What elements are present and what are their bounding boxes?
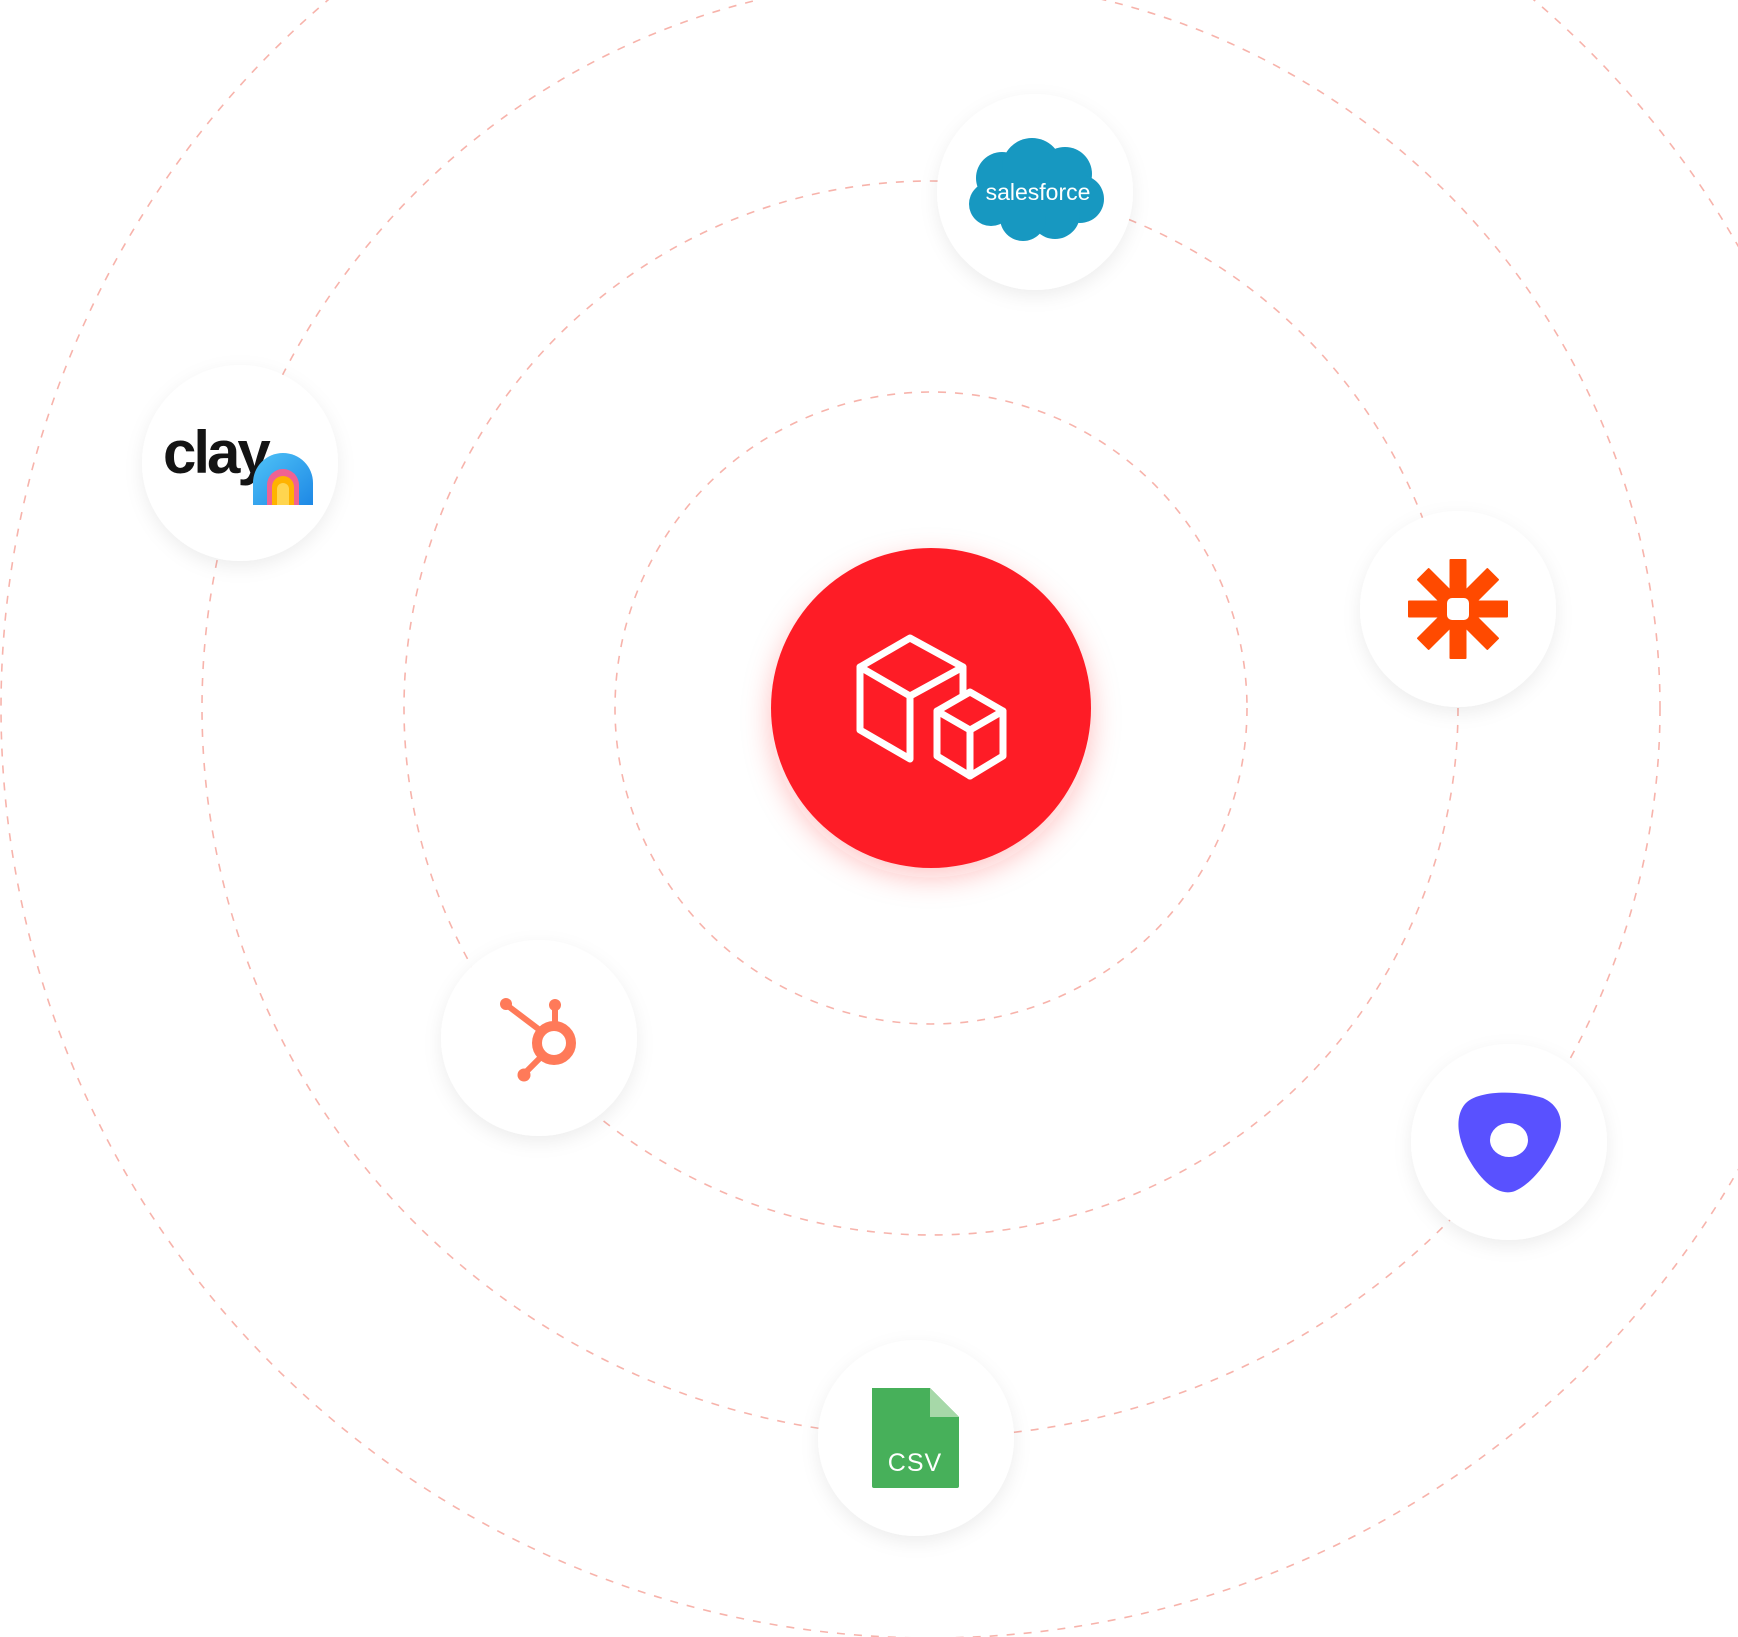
orbit-ring-1 (614, 391, 1248, 1025)
integration-zapier[interactable] (1360, 511, 1556, 707)
csv-label: CSV (888, 1449, 942, 1477)
boxes-icon (856, 634, 1007, 780)
hub-disc (771, 548, 1091, 868)
zapier-asterisk-icon (1408, 559, 1508, 659)
integration-clay[interactable]: clay (142, 365, 338, 561)
integration-hubspot[interactable] (441, 940, 637, 1136)
outreach-logo-icon (1458, 1092, 1561, 1193)
clay-logo-icon: clay (163, 419, 313, 505)
node-disc (142, 365, 338, 561)
salesforce-label: salesforce (986, 179, 1091, 205)
orbit-ring-2 (403, 180, 1459, 1236)
hub-node[interactable] (771, 548, 1091, 868)
integration-outreach[interactable] (1411, 1044, 1607, 1240)
integration-csv[interactable]: CSV (818, 1340, 1014, 1536)
csv-file-icon: CSV (872, 1388, 959, 1488)
integration-salesforce[interactable]: salesforce (937, 94, 1133, 290)
salesforce-logo-icon (969, 138, 1104, 241)
hubspot-sprocket-icon (500, 998, 576, 1082)
